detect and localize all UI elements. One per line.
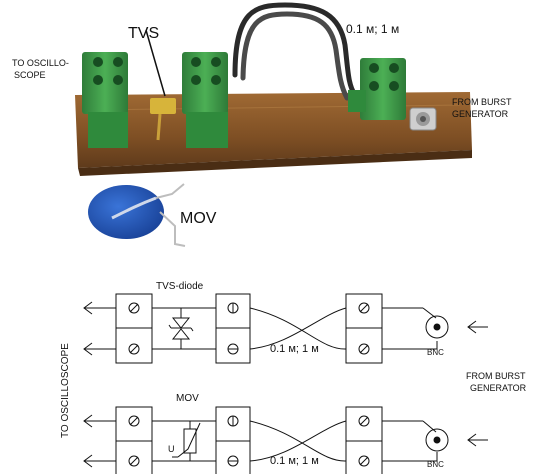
arrow-left-top-1 [83,301,116,315]
arrow-left-bottom-1 [83,414,116,428]
arrow-right-top [467,320,488,334]
mov-title: MOV [176,393,199,404]
cable-length-bottom: 0.1 м; 1 м [270,455,319,467]
bnc-symbol-top [382,307,449,350]
terminal-block-right [348,58,406,120]
tvs-diode-symbol [152,307,216,350]
bnc-symbol-bottom [382,420,449,462]
bnc-label-top: BNC [427,348,444,357]
to-oscilloscope-label: TO OSCILLOSCOPE [60,343,71,438]
u-label: U [168,444,175,454]
tvs-component [145,29,176,141]
schematic-diagram: TVS-diode MOV 0.1 м; 1 м 0.1 м; 1 м BNC … [60,281,527,474]
bnc-connector-photo [409,107,437,131]
twisted-wire-loop [232,2,358,101]
arrow-left-top-2 [83,342,116,356]
from-burst-label-line1: FROM BURST [466,371,526,381]
mov-circuit [83,406,488,474]
photo-to-oscilloscope-line1: TO OSCILLO- [12,58,69,68]
photo-mov-label: MOV [180,210,217,227]
from-burst-label-line2: GENERATOR [470,383,527,393]
tvs-diode-title: TVS-diode [156,281,204,292]
photo-from-burst-line2: GENERATOR [452,109,509,119]
mov-component [88,183,186,247]
photo-length-label: 0.1 м; 1 м [346,22,399,36]
terminal-block-left [82,52,128,148]
photo-to-oscilloscope-line2: SCOPE [14,70,46,80]
cable-top [249,307,347,350]
mov-symbol [152,420,216,462]
arrow-right-bottom [467,433,488,447]
arrow-left-bottom-2 [83,454,116,468]
terminal-block-middle [182,52,228,148]
circuit-board [75,92,472,176]
cable-bottom [249,420,347,462]
photo-assembly: TVS 0.1 м; 1 м TO OSCILLO- SCOPE FROM BU… [12,2,512,247]
bnc-label-bottom: BNC [427,460,444,469]
photo-tvs-label: TVS [128,25,159,42]
photo-from-burst-line1: FROM BURST [452,97,512,107]
cable-length-top: 0.1 м; 1 м [270,343,319,355]
tvs-circuit [83,293,488,364]
